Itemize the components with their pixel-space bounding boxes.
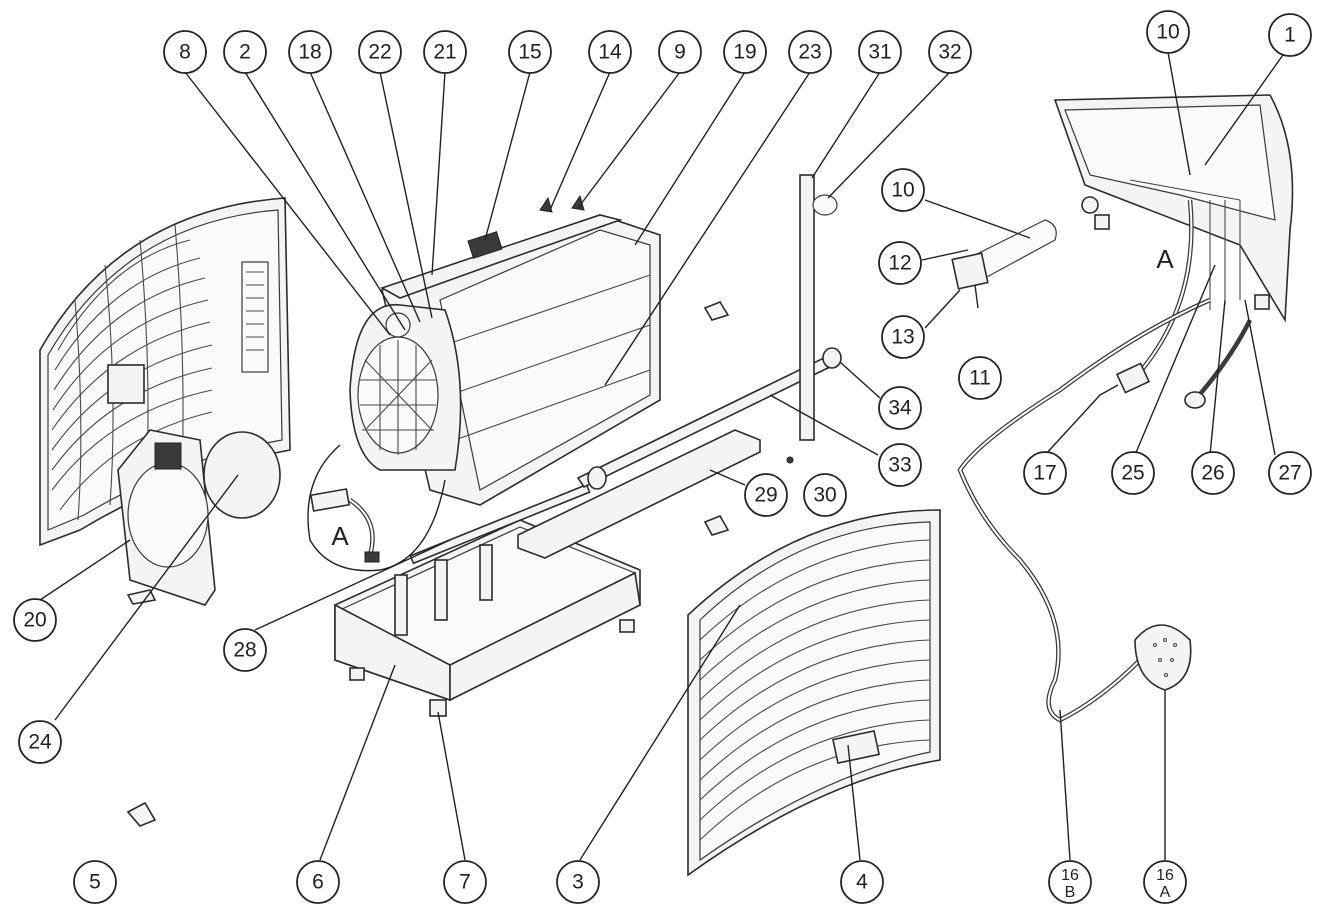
detail-letter-a-right: A — [1156, 244, 1174, 274]
callout-25: 25 — [1111, 451, 1155, 495]
rod-cap — [812, 194, 838, 216]
callout-16a: 16 A — [1143, 860, 1187, 904]
front-grille-panel — [687, 509, 941, 877]
svg-text:29: 29 — [754, 484, 777, 507]
callout-21: 21 — [423, 30, 467, 74]
svg-text:33: 33 — [888, 454, 911, 477]
callout-3: 3 — [556, 860, 600, 904]
callout-10-mid: 10 — [881, 168, 925, 212]
callout-24: 24 — [18, 720, 62, 764]
svg-text:22: 22 — [368, 41, 391, 64]
callout-9: 9 — [658, 30, 702, 74]
callout-30: 30 — [803, 473, 847, 517]
callout-14: 14 — [588, 30, 632, 74]
vertical-rod — [799, 174, 815, 441]
clip-2 — [703, 514, 730, 536]
callout-13: 13 — [881, 315, 925, 359]
callout-29: 29 — [744, 473, 788, 517]
svg-text:20: 20 — [23, 609, 46, 632]
callout-4: 4 — [840, 860, 884, 904]
svg-text:21: 21 — [433, 41, 456, 64]
svg-text:8: 8 — [179, 41, 191, 64]
svg-text:A: A — [1160, 884, 1171, 901]
callout-18: 18 — [288, 30, 332, 74]
svg-text:6: 6 — [312, 871, 324, 894]
svg-text:9: 9 — [674, 41, 686, 64]
svg-text:10: 10 — [891, 179, 914, 202]
svg-text:19: 19 — [733, 41, 756, 64]
svg-text:13: 13 — [891, 326, 914, 349]
svg-text:32: 32 — [938, 41, 961, 64]
svg-text:34: 34 — [888, 397, 912, 420]
filter-frame — [117, 429, 216, 606]
float-rod — [409, 483, 591, 565]
callout-6: 6 — [296, 860, 340, 904]
svg-text:16: 16 — [1061, 867, 1079, 884]
callout-17: 17 — [1023, 451, 1067, 495]
callout-33: 33 — [878, 443, 922, 487]
svg-text:16: 16 — [1156, 867, 1174, 884]
callout-11: 11 — [958, 356, 1002, 400]
clip-5 — [126, 801, 157, 827]
svg-text:14: 14 — [598, 41, 622, 64]
svg-text:2: 2 — [239, 41, 251, 64]
svg-text:15: 15 — [518, 41, 541, 64]
callout-26: 26 — [1191, 451, 1235, 495]
svg-text:11: 11 — [969, 367, 991, 390]
svg-text:17: 17 — [1033, 462, 1056, 485]
callout-8: 8 — [163, 30, 207, 74]
fan-housing — [349, 304, 462, 471]
svg-text:4: 4 — [856, 871, 868, 894]
callout-19: 19 — [723, 30, 767, 74]
callout-15: 15 — [508, 30, 552, 74]
svg-text:26: 26 — [1201, 462, 1224, 485]
float-switch-assembly — [951, 219, 1057, 309]
callout-27: 27 — [1268, 451, 1312, 495]
svg-text:3: 3 — [572, 871, 584, 894]
callout-23: 23 — [788, 30, 832, 74]
svg-text:24: 24 — [28, 731, 52, 754]
svg-text:18: 18 — [298, 41, 321, 64]
callout-7: 7 — [443, 860, 487, 904]
callout-2: 2 — [223, 30, 267, 74]
callout-28: 28 — [223, 628, 267, 672]
detail-a-left: A — [307, 444, 446, 572]
callout-5: 5 — [73, 860, 117, 904]
detail-letter-a-left: A — [331, 521, 349, 551]
drip-tray — [517, 429, 761, 559]
callout-12: 12 — [878, 241, 922, 285]
detail-a-right: A — [957, 94, 1294, 723]
callout-10-top: 10 — [1146, 10, 1190, 54]
clip-1 — [703, 301, 730, 321]
callout-1: 1 — [1268, 13, 1312, 57]
filter-disc — [203, 431, 281, 519]
svg-text:10: 10 — [1156, 21, 1179, 44]
svg-text:1: 1 — [1284, 24, 1296, 47]
svg-text:7: 7 — [459, 871, 471, 894]
callout-16b: 16 B — [1048, 860, 1092, 904]
callout-31: 31 — [858, 30, 902, 74]
svg-text:27: 27 — [1278, 462, 1301, 485]
svg-text:B: B — [1065, 884, 1076, 901]
svg-text:23: 23 — [798, 41, 821, 64]
svg-text:28: 28 — [233, 639, 256, 662]
svg-text:12: 12 — [888, 252, 911, 275]
svg-text:25: 25 — [1121, 462, 1144, 485]
screw-30 — [786, 456, 794, 464]
rod-bushing — [587, 466, 607, 490]
leader-lines — [39, 51, 1286, 861]
callout-34: 34 — [878, 386, 922, 430]
callout-32: 32 — [928, 30, 972, 74]
svg-text:31: 31 — [868, 41, 891, 64]
rod-end-cap — [822, 347, 842, 369]
callout-20: 20 — [13, 598, 57, 642]
callout-22: 22 — [358, 30, 402, 74]
svg-text:30: 30 — [813, 484, 836, 507]
water-tank — [334, 519, 641, 717]
svg-text:5: 5 — [89, 871, 101, 894]
